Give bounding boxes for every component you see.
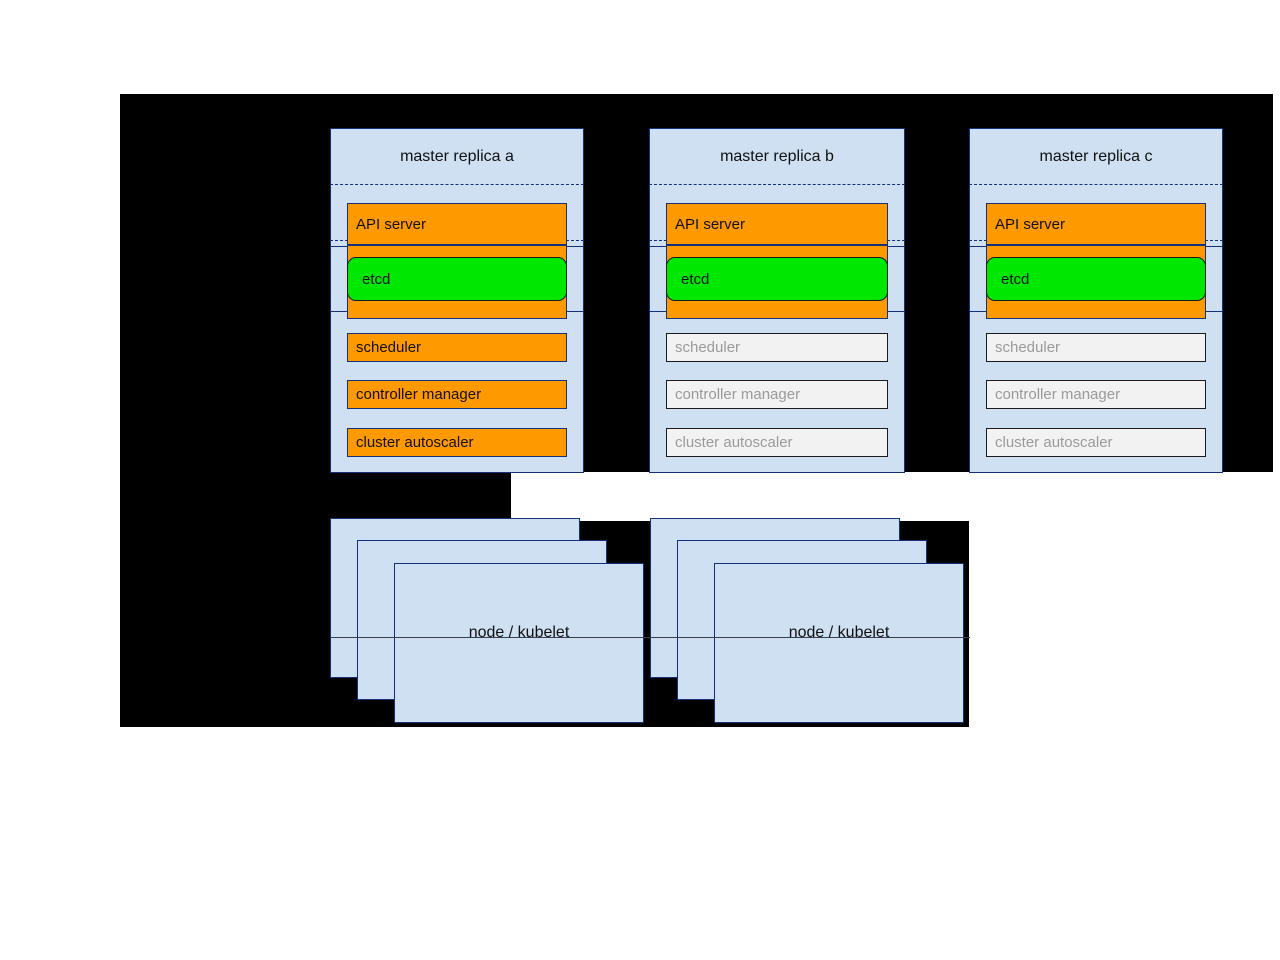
- node-card-front[interactable]: node / kubelet: [714, 563, 964, 723]
- node-stack-1-rule: [330, 637, 711, 638]
- replica-b-cluster-autoscaler[interactable]: cluster autoscaler: [666, 428, 888, 457]
- node-stack-2-label: node / kubelet: [788, 624, 890, 641]
- replica-b-etcd[interactable]: etcd: [666, 257, 888, 301]
- replica-c-controller-manager[interactable]: controller manager: [986, 380, 1206, 409]
- replica-b-scheduler[interactable]: scheduler: [666, 333, 888, 362]
- replica-a-dashed-divider-top: [330, 184, 584, 185]
- replica-c-etcd[interactable]: etcd: [986, 257, 1206, 301]
- replica-c-api-server[interactable]: API server: [986, 203, 1206, 245]
- replica-c-dashed-divider-top: [969, 184, 1223, 185]
- replica-b-title: master replica b: [720, 148, 834, 165]
- master-replica-b[interactable]: master replica b API server etcd schedul…: [649, 128, 905, 473]
- node-card-front[interactable]: node / kubelet: [394, 563, 644, 723]
- master-replica-a[interactable]: master replica a API server etcd schedul…: [330, 128, 584, 473]
- node-stack-2-rule: [650, 637, 970, 638]
- replica-b-api-server[interactable]: API server: [666, 203, 888, 245]
- node-stack-1-label: node / kubelet: [468, 624, 570, 641]
- replica-c-cluster-autoscaler[interactable]: cluster autoscaler: [986, 428, 1206, 457]
- replica-a-api-server[interactable]: API server: [347, 203, 567, 245]
- replica-b-controller-manager[interactable]: controller manager: [666, 380, 888, 409]
- replica-a-title: master replica a: [400, 148, 514, 165]
- replica-a-cluster-autoscaler[interactable]: cluster autoscaler: [347, 428, 567, 457]
- replica-a-scheduler[interactable]: scheduler: [347, 333, 567, 362]
- replica-c-title: master replica c: [1039, 148, 1153, 165]
- master-replica-c[interactable]: master replica c API server etcd schedul…: [969, 128, 1223, 473]
- replica-c-scheduler[interactable]: scheduler: [986, 333, 1206, 362]
- replica-b-dashed-divider-top: [649, 184, 905, 185]
- replica-a-etcd[interactable]: etcd: [347, 257, 567, 301]
- replica-a-controller-manager[interactable]: controller manager: [347, 380, 567, 409]
